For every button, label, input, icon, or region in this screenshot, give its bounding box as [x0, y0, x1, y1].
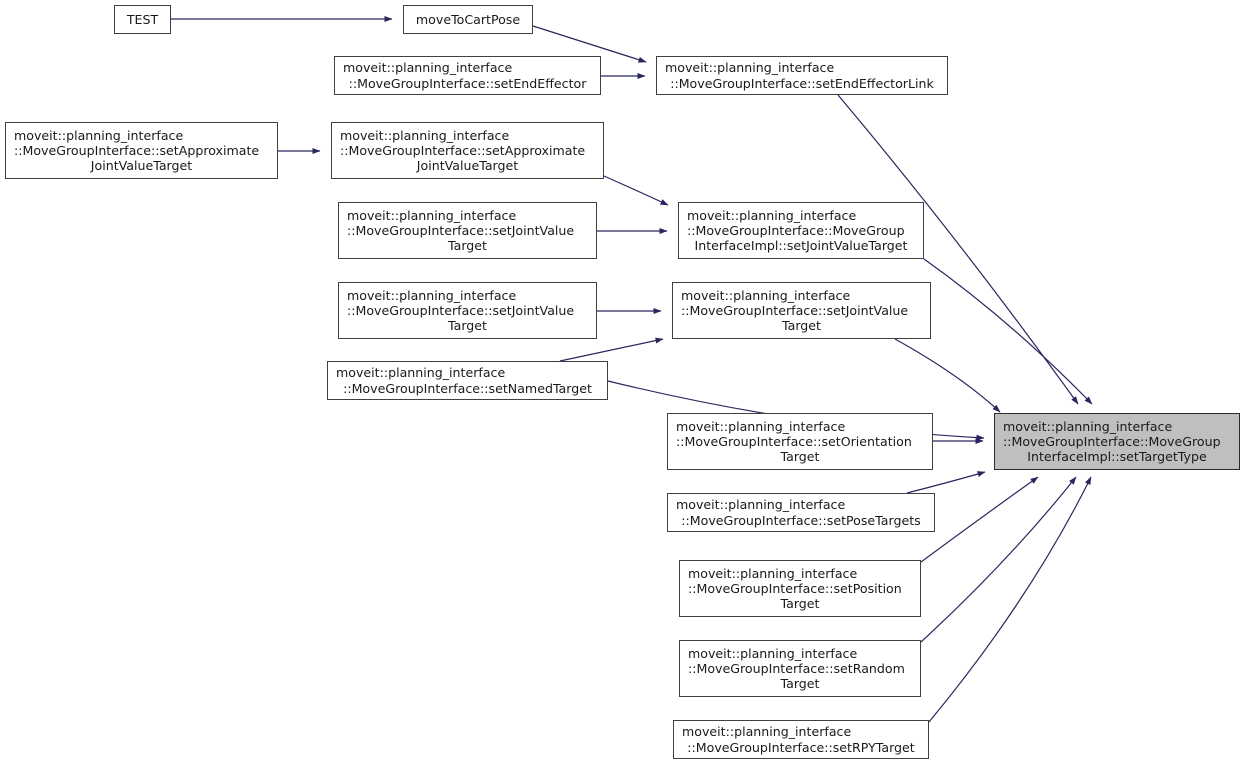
graph-node-label-line: moveit::planning_interface	[336, 365, 506, 381]
graph-edge-set-pose-targets-to-impl-set-target-type	[906, 471, 986, 494]
graph-node-label-line: moveit::planning_interface	[681, 287, 851, 303]
graph-node-label-line: ::MoveGroupInterface::MoveGroup	[687, 222, 905, 238]
graph-node-set-named-target[interactable]: moveit::planning_interface::MoveGroupInt…	[327, 361, 608, 400]
graph-node-label-line: moveit::planning_interface	[340, 127, 510, 143]
graph-node-label-line: TEST	[126, 11, 159, 27]
graph-node-label-line: ::MoveGroupInterface::setApproximate	[14, 142, 260, 158]
graph-node-set-joint-value-target-a[interactable]: moveit::planning_interface::MoveGroupInt…	[338, 202, 597, 259]
graph-edge-set-approximate-joint-value-target-to-impl-set-joint-value-target	[603, 175, 669, 206]
graph-node-label-line: moveit::planning_interface	[1003, 418, 1173, 434]
graph-node-label-line: Target	[780, 676, 820, 692]
graph-node-label-line: moveit::planning_interface	[665, 60, 835, 76]
graph-node-label-line: ::MoveGroupInterface::setOrientation	[676, 433, 912, 449]
graph-edge-set-rpy-target-to-impl-set-target-type	[928, 476, 1092, 723]
graph-edge-set-named-target-to-set-joint-value-target-c	[559, 337, 664, 362]
graph-node-label-line: InterfaceImpl::setJointValueTarget	[694, 238, 908, 254]
graph-node-impl-set-joint-value-target[interactable]: moveit::planning_interface::MoveGroupInt…	[678, 202, 924, 259]
graph-node-label-line: ::MoveGroupInterface::setRandom	[688, 660, 905, 676]
graph-node-label-line: JointValueTarget	[416, 158, 519, 174]
graph-node-label-line: moveit::planning_interface	[676, 418, 846, 434]
graph-node-label-line: ::MoveGroupInterface::setNamedTarget	[343, 380, 592, 396]
graph-node-label-line: ::MoveGroupInterface::MoveGroup	[1003, 433, 1221, 449]
graph-node-test[interactable]: TEST	[114, 5, 171, 34]
graph-node-move-to-cart-pose[interactable]: moveToCartPose	[403, 5, 533, 34]
graph-node-label-line: ::MoveGroupInterface::setApproximate	[340, 142, 586, 158]
graph-node-label-line: Target	[780, 449, 820, 465]
graph-node-impl-set-target-type[interactable]: moveit::planning_interface::MoveGroupInt…	[994, 413, 1240, 470]
graph-node-set-position-target[interactable]: moveit::planning_interface::MoveGroupInt…	[679, 560, 921, 617]
graph-node-label-line: Target	[448, 238, 487, 254]
graph-node-label-line: moveit::planning_interface	[687, 207, 857, 223]
graph-node-label-line: InterfaceImpl::setTargetType	[1027, 449, 1207, 465]
graph-node-label-line: moveit::planning_interface	[682, 724, 852, 740]
graph-node-label-line: moveit::planning_interface	[688, 645, 858, 661]
graph-edge-impl-set-joint-value-target-to-impl-set-target-type	[923, 258, 1093, 405]
graph-node-set-joint-value-target-b[interactable]: moveit::planning_interface::MoveGroupInt…	[338, 282, 597, 339]
graph-node-label-line: ::MoveGroupInterface::setJointValue	[347, 302, 575, 318]
graph-node-set-pose-targets[interactable]: moveit::planning_interface::MoveGroupInt…	[667, 493, 935, 532]
graph-node-label-line: Target	[448, 318, 487, 334]
graph-node-label-line: Target	[782, 318, 821, 334]
graph-edge-set-joint-value-target-c-to-impl-set-target-type	[894, 338, 1001, 413]
graph-node-label-line: JointValueTarget	[90, 158, 193, 174]
graph-node-label-line: moveit::planning_interface	[676, 497, 846, 513]
graph-node-label-line: ::MoveGroupInterface::setEndEffector	[348, 75, 587, 91]
graph-node-label-line: ::MoveGroupInterface::setJointValue	[681, 302, 909, 318]
graph-node-set-random-target[interactable]: moveit::planning_interface::MoveGroupInt…	[679, 640, 921, 697]
graph-node-label-line: Target	[780, 596, 820, 612]
graph-node-label-line: ::MoveGroupInterface::setRPYTarget	[687, 739, 915, 755]
graph-node-label-line: ::MoveGroupInterface::setPoseTargets	[681, 512, 921, 528]
graph-node-label-line: ::MoveGroupInterface::setJointValue	[347, 222, 575, 238]
graph-node-label-line: moveToCartPose	[415, 11, 521, 27]
graph-node-label-line: moveit::planning_interface	[347, 207, 517, 223]
graph-edge-set-random-target-to-impl-set-target-type	[920, 476, 1077, 643]
graph-node-label-line: moveit::planning_interface	[343, 60, 513, 76]
graph-node-set-end-effector[interactable]: moveit::planning_interface::MoveGroupInt…	[334, 56, 601, 95]
graph-node-set-approximate-joint-value-target[interactable]: moveit::planning_interface::MoveGroupInt…	[331, 122, 604, 179]
graph-node-label-line: ::MoveGroupInterface::setEndEffectorLink	[670, 75, 934, 91]
graph-node-set-end-effector-link[interactable]: moveit::planning_interface::MoveGroupInt…	[656, 56, 948, 95]
graph-node-set-rpy-target[interactable]: moveit::planning_interface::MoveGroupInt…	[673, 720, 929, 759]
graph-node-label-line: ::MoveGroupInterface::setPosition	[688, 580, 902, 596]
graph-node-set-joint-value-target-c[interactable]: moveit::planning_interface::MoveGroupInt…	[672, 282, 931, 339]
graph-edge-set-position-target-to-impl-set-target-type	[920, 476, 1039, 563]
graph-node-label-line: moveit::planning_interface	[347, 287, 517, 303]
graph-node-label-line: moveit::planning_interface	[14, 127, 184, 143]
graph-node-label-line: moveit::planning_interface	[688, 565, 858, 581]
graph-node-set-approximate-joint-value-target-caller[interactable]: moveit::planning_interface::MoveGroupInt…	[5, 122, 278, 179]
graph-node-set-orientation-target[interactable]: moveit::planning_interface::MoveGroupInt…	[667, 413, 933, 470]
